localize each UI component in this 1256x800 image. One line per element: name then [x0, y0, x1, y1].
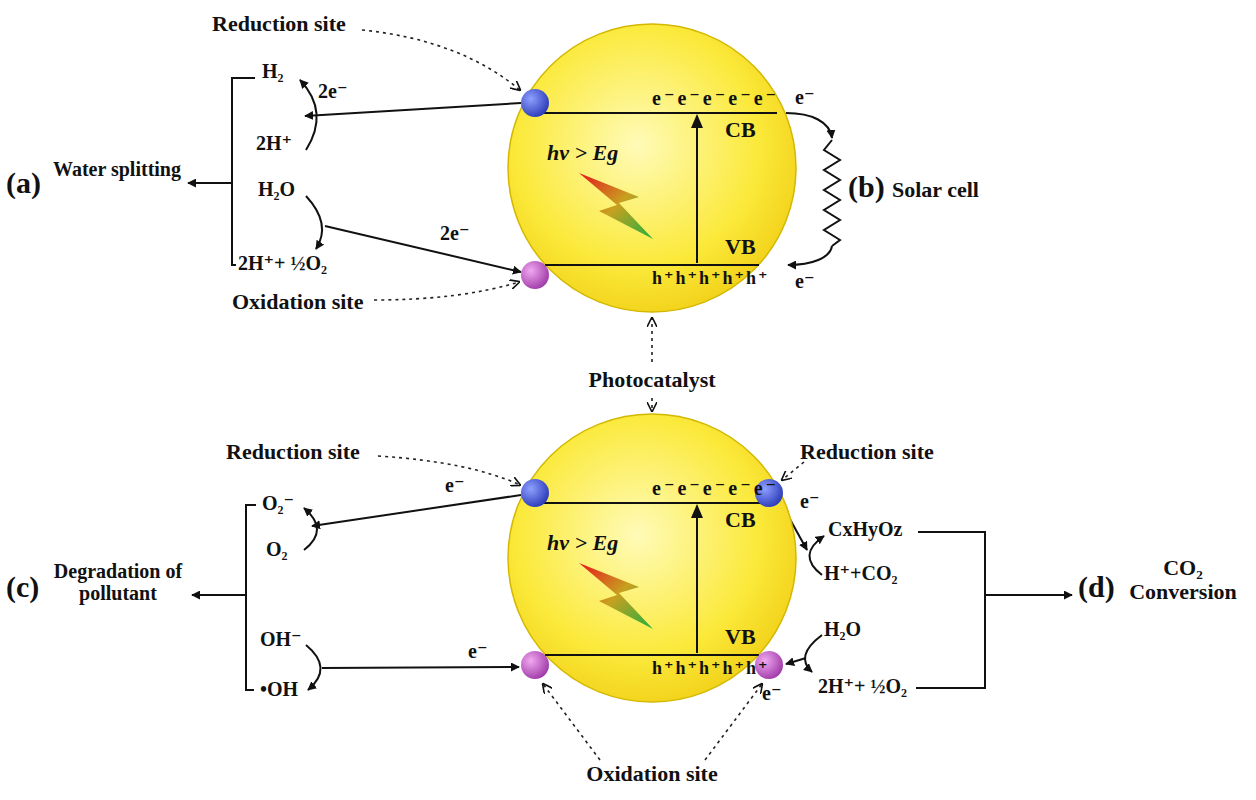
panel-letter: (c)	[6, 570, 39, 603]
species-label: •OH	[260, 678, 298, 700]
electron-label: e⁻	[800, 490, 819, 512]
species-label: 2H⁺	[256, 132, 292, 154]
site-label: Reduction site	[212, 12, 346, 36]
species-label: CxHyOz	[828, 518, 902, 540]
electron-label: 2e⁻	[318, 80, 347, 102]
hole-row: h⁺h⁺h⁺h⁺h⁺	[652, 659, 770, 678]
species-label: H₂O	[258, 178, 295, 200]
band-label: VB	[725, 625, 756, 648]
species-label: H₂O	[824, 618, 861, 640]
electron-label: e⁻	[795, 270, 814, 292]
photocatalyst-particle: e⁻e⁻e⁻e⁻e⁻ CB hν > Eg VB h⁺h⁺h⁺h⁺h⁺	[507, 413, 797, 703]
electron-row: e⁻e⁻e⁻e⁻e⁻	[652, 478, 779, 499]
species-label: H₂	[262, 60, 284, 82]
photon-energy: hν > Eg	[547, 531, 618, 554]
site-label: Oxidation site	[232, 290, 363, 314]
electron-label: e⁻	[795, 86, 814, 108]
panel-letter: (b)	[848, 170, 885, 203]
photocatalyst-particle: e⁻e⁻e⁻e⁻e⁻ CB hν > Eg VB h⁺h⁺h⁺h⁺h⁺	[507, 23, 797, 313]
panel-letter: (a)	[6, 166, 41, 199]
panel-letter: (d)	[1078, 570, 1115, 603]
panel-title: Degradation of pollutant	[48, 560, 188, 604]
hole-row: h⁺h⁺h⁺h⁺h⁺	[652, 269, 770, 288]
band-label: CB	[725, 508, 756, 531]
component-label: Photocatalyst	[588, 368, 715, 392]
electron-row: e⁻e⁻e⁻e⁻e⁻	[652, 88, 779, 109]
band-label: CB	[725, 118, 756, 141]
photon-energy: hν > Eg	[547, 141, 618, 164]
site-label: Reduction site	[226, 440, 360, 464]
panel-title: Solar cell	[892, 178, 979, 202]
electron-label: e⁻	[468, 640, 487, 662]
species-label: OH⁻	[260, 628, 302, 650]
site-label: Reduction site	[800, 440, 934, 464]
species-label: 2H⁺+ ½O₂	[238, 252, 327, 274]
species-label: H⁺+CO₂	[824, 562, 898, 584]
electron-label: e⁻	[762, 682, 781, 704]
species-label: O₂⁻	[262, 492, 294, 514]
electron-label: e⁻	[445, 474, 464, 496]
species-label: O₂	[266, 538, 288, 560]
electron-label: 2e⁻	[440, 222, 469, 244]
band-label: VB	[725, 235, 756, 258]
panel-title: CO₂ Conversion	[1118, 556, 1248, 604]
panel-title: Water splitting	[52, 158, 182, 180]
site-label: Oxidation site	[586, 762, 717, 786]
species-label: 2H⁺+ ½O₂	[818, 675, 907, 697]
